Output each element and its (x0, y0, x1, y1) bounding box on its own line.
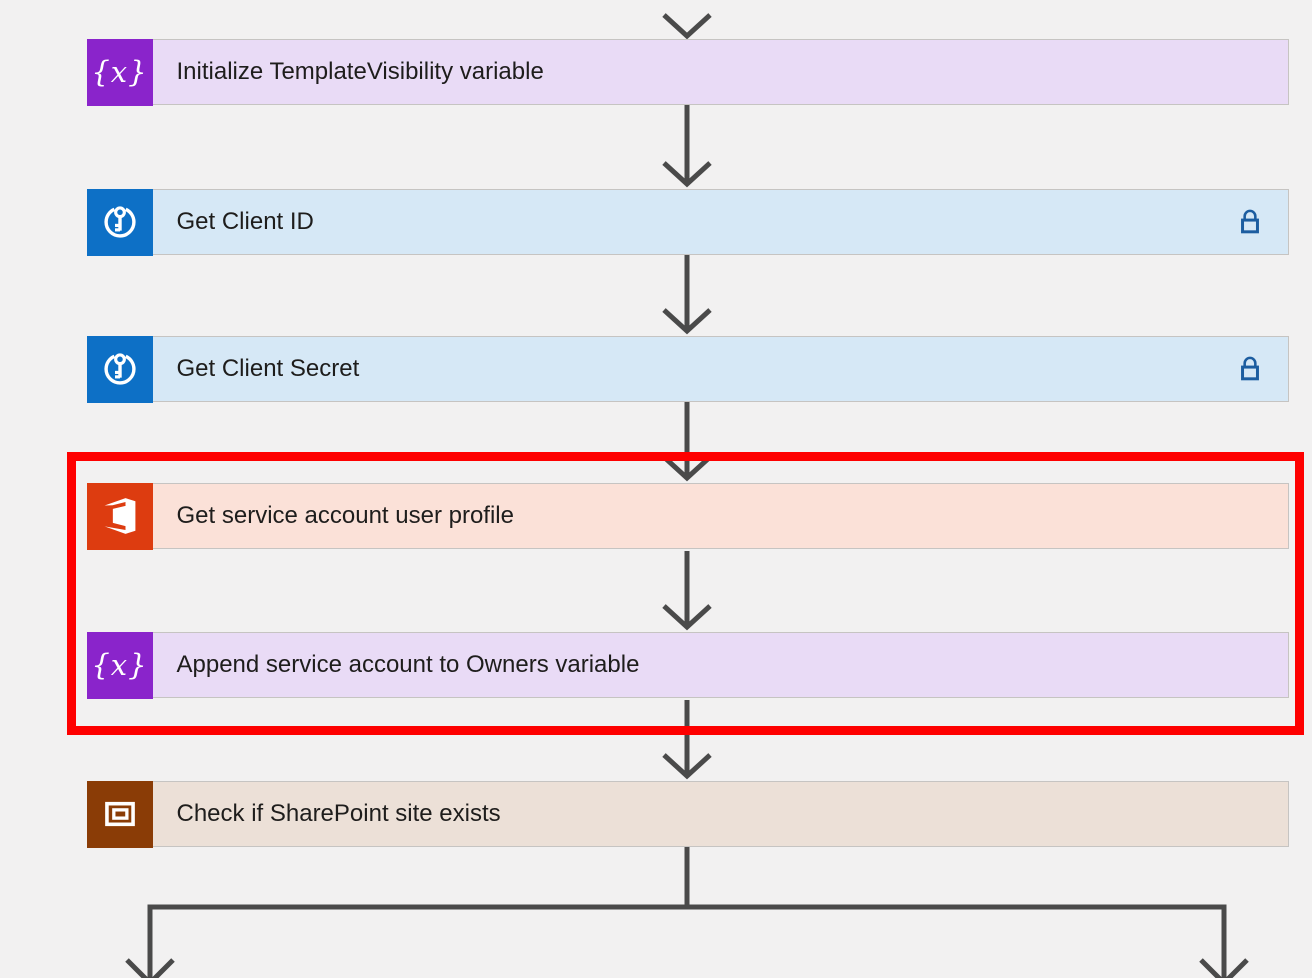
action-node-get-service-account-user-profile[interactable]: Get service account user profile (86, 482, 1289, 550)
node-label: Check if SharePoint site exists (176, 800, 501, 827)
node-label: Get Client ID (176, 208, 314, 235)
action-node-initialize-templatevisibility-variable[interactable]: {x} Initialize TemplateVisibility variab… (86, 38, 1289, 106)
node-label: Append service account to Owners variabl… (176, 651, 640, 678)
variable-icon: {x} (86, 38, 153, 106)
office365-icon (86, 482, 153, 550)
node-label: Get service account user profile (176, 502, 515, 529)
arrowhead-into-node-0 (662, 13, 712, 40)
key-vault-icon (86, 335, 153, 403)
lock-icon (1234, 353, 1266, 385)
action-node-append-service-account-to-owners-variable[interactable]: {x} Append service account to Owners var… (86, 631, 1289, 699)
lock-icon (1234, 206, 1266, 238)
branch-split-lines (147, 847, 1227, 978)
action-node-get-client-secret[interactable]: Get Client Secret (86, 335, 1289, 403)
key-vault-icon (86, 188, 153, 256)
node-label: Get Client Secret (176, 355, 360, 382)
node-label: Initialize TemplateVisibility variable (176, 58, 544, 85)
action-node-get-client-id[interactable]: Get Client ID (86, 188, 1289, 256)
branch-right-arrowhead (1199, 958, 1249, 978)
branch-left-arrowhead (125, 958, 175, 978)
variable-icon: {x} (86, 631, 153, 699)
scope-icon (86, 780, 153, 848)
action-node-check-if-sharepoint-site-exists[interactable]: Check if SharePoint site exists (86, 780, 1289, 848)
